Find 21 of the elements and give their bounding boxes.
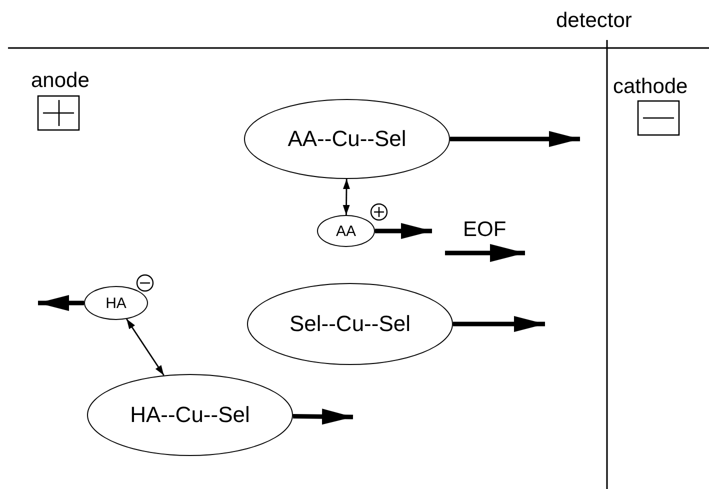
- electrode-label: cathode: [613, 76, 688, 97]
- species-ellipse: [87, 374, 293, 456]
- species-label: HA: [106, 294, 126, 312]
- double-arrow: [126, 318, 164, 376]
- migration-arrow: [375, 223, 432, 239]
- species-ellipse: [244, 99, 450, 179]
- migration-arrow: [292, 408, 354, 425]
- electrode-label: anode: [31, 70, 90, 91]
- flow-label: EOF: [463, 219, 506, 240]
- species-label: AA--Cu--Sel: [288, 126, 406, 152]
- migration-arrow: [450, 131, 580, 147]
- species-ellipse: [317, 215, 375, 247]
- species-label: Sel--Cu--Sel: [289, 311, 411, 337]
- migration-arrow: [453, 316, 545, 332]
- species-label: HA--Cu--Sel: [130, 402, 250, 428]
- species-ellipse: [247, 283, 453, 365]
- detector-label: detector: [556, 10, 632, 31]
- double-arrow: [342, 179, 350, 215]
- species-label: AA: [336, 222, 356, 240]
- migration-arrow: [38, 295, 84, 311]
- species-ellipse: [84, 286, 148, 320]
